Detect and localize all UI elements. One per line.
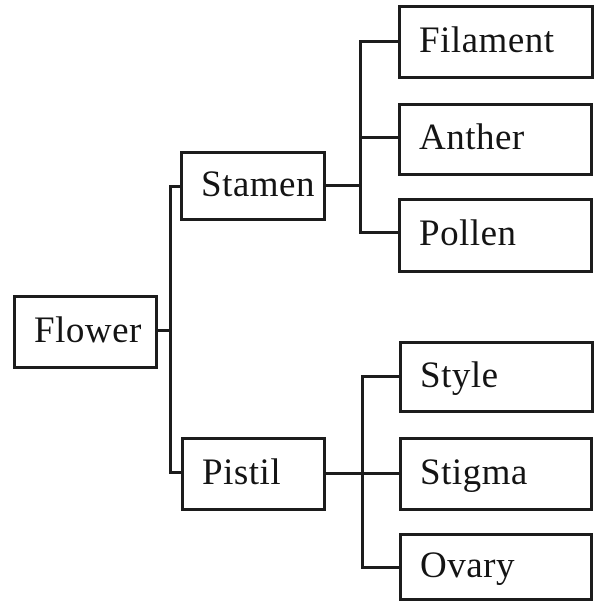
node-flower-label: Flower <box>34 309 142 351</box>
node-stigma-label: Stigma <box>420 451 528 493</box>
connector-trunk-to-ovary <box>361 566 400 569</box>
node-style-label: Style <box>420 354 499 396</box>
connector-trunk-to-filament <box>359 40 399 43</box>
node-filament: Filament <box>398 5 594 79</box>
node-stamen-label: Stamen <box>201 163 315 205</box>
node-filament-label: Filament <box>419 19 555 61</box>
connector-pistil-trunk <box>361 375 364 569</box>
connector-trunk-to-pistil <box>169 471 182 474</box>
node-ovary: Ovary <box>399 533 593 601</box>
node-flower: Flower <box>13 295 158 369</box>
connector-trunk-to-anther <box>359 136 399 139</box>
connector-left-trunk <box>169 185 172 474</box>
connector-stamen-to-trunk <box>324 184 362 187</box>
node-pistil-label: Pistil <box>202 451 282 493</box>
node-style: Style <box>399 341 594 413</box>
connector-trunk-to-pollen <box>359 231 399 234</box>
node-anther: Anther <box>398 103 593 176</box>
node-pollen: Pollen <box>398 198 593 273</box>
node-pollen-label: Pollen <box>419 213 517 254</box>
connector-flower-to-trunk <box>155 329 172 332</box>
node-ovary-label: Ovary <box>420 544 515 586</box>
node-stigma: Stigma <box>399 437 593 511</box>
connector-trunk-to-stamen <box>169 185 181 188</box>
node-anther-label: Anther <box>419 117 525 158</box>
connector-trunk-to-style <box>361 375 400 378</box>
node-stamen: Stamen <box>180 151 326 221</box>
node-pistil: Pistil <box>181 437 326 511</box>
